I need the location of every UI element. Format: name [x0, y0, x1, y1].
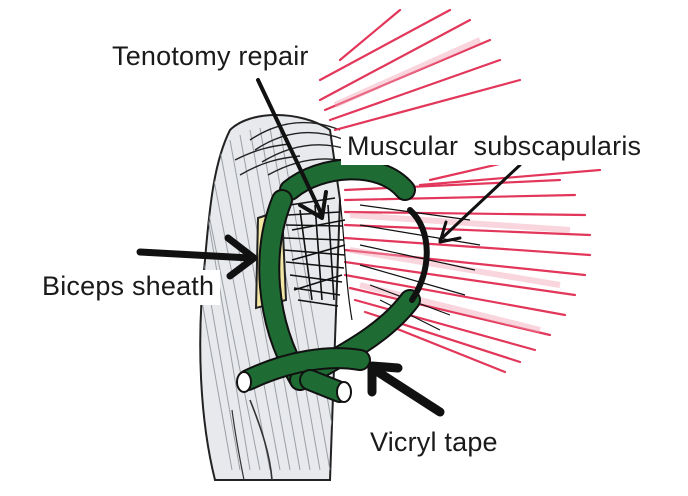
leader-lines — [136, 78, 522, 417]
biceps-leader — [136, 248, 254, 262]
vicryl-tape — [236, 158, 430, 403]
tenotomy-repair-area — [283, 197, 346, 307]
label-tenotomy-repair: Tenotomy repair — [106, 40, 315, 75]
subscapularis-muscle — [318, 8, 602, 374]
label-vicryl-tape: Vicryl tape — [364, 426, 504, 461]
tenotomy-arrowhead — [298, 190, 328, 220]
vicryl-arrowhead — [367, 361, 403, 397]
label-muscular-subscapularis: Muscular subscapularis — [341, 130, 648, 165]
label-biceps-sheath: Biceps sheath — [36, 270, 221, 305]
biceps-arrowhead — [224, 234, 258, 280]
vicryl-leader — [373, 367, 445, 417]
muscle-texture — [339, 199, 481, 331]
muscular-arrowhead — [438, 220, 462, 244]
muscular-leader — [438, 163, 522, 242]
tenotomy-leader — [256, 78, 324, 217]
